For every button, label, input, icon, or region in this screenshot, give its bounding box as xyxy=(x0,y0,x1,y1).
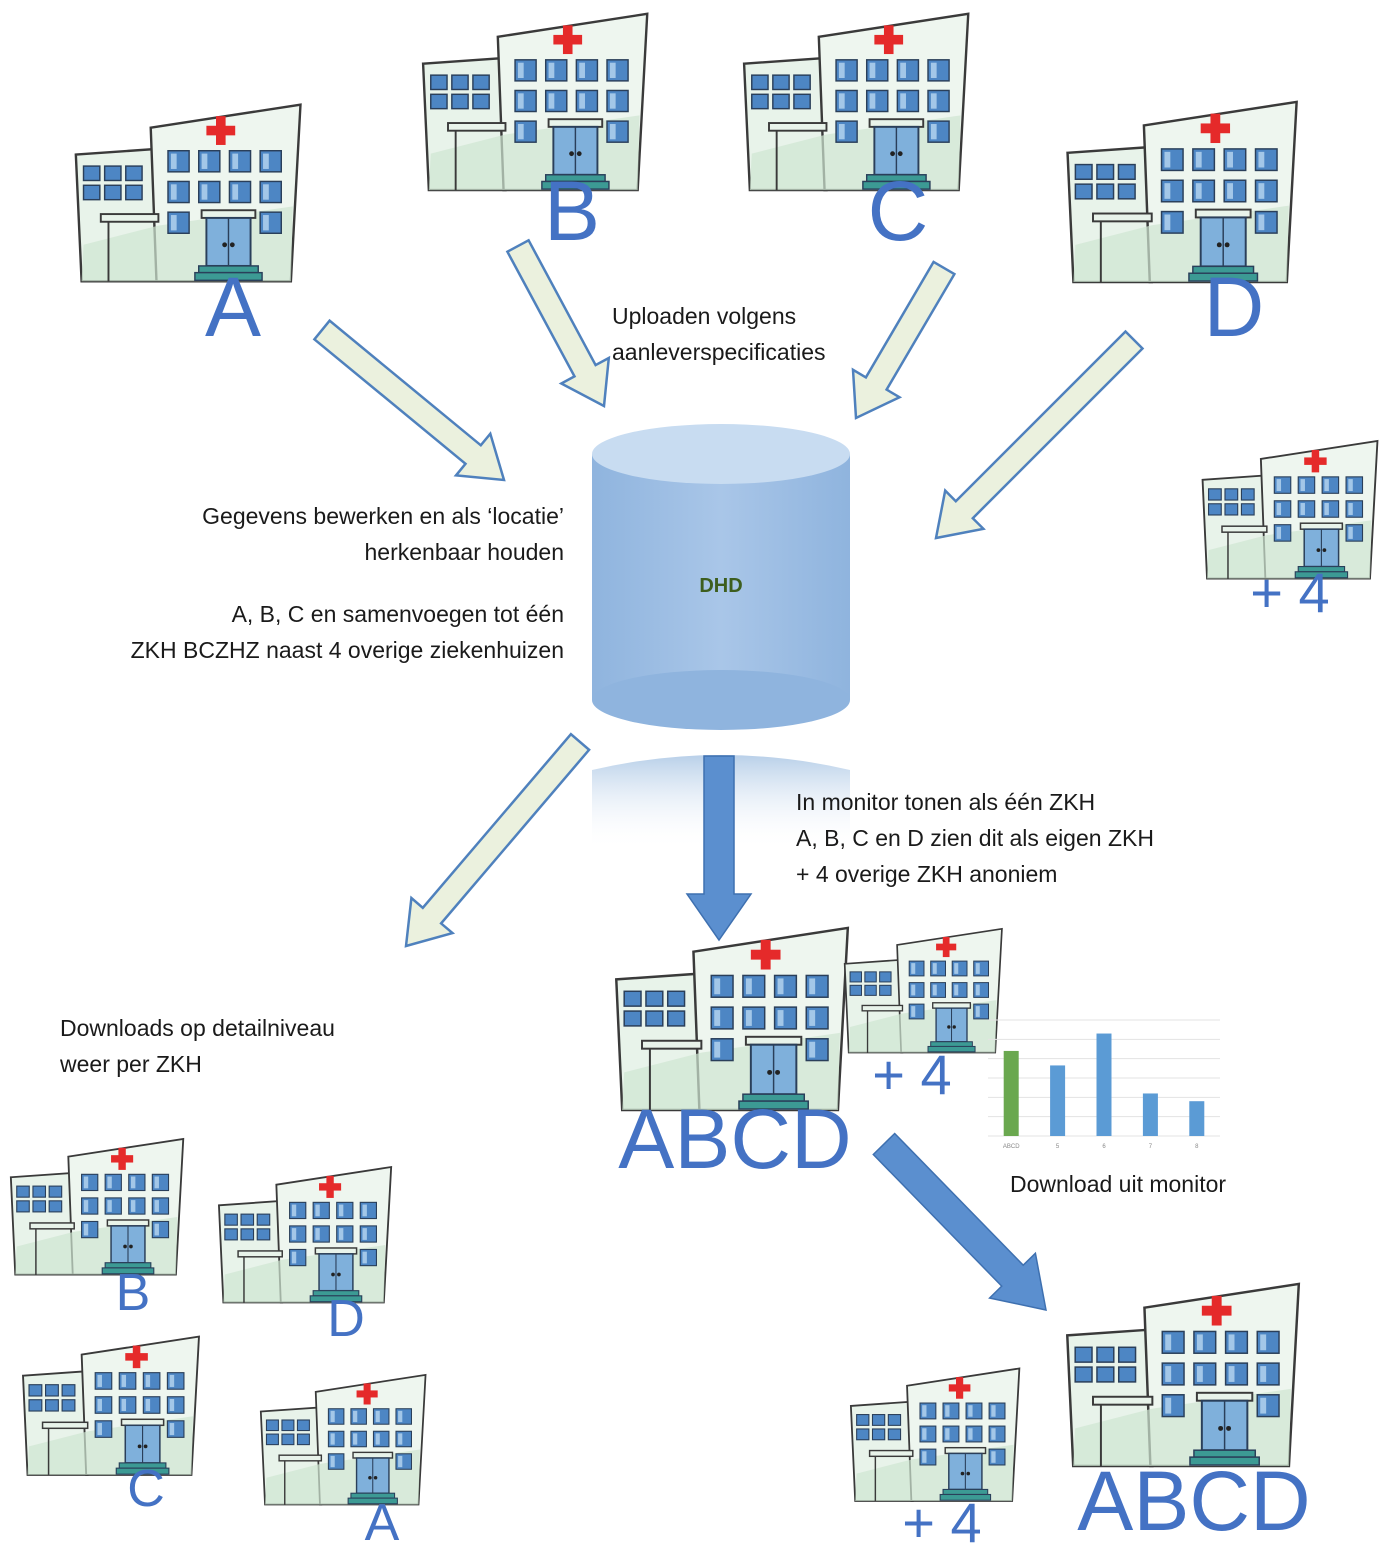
label-a: A xyxy=(205,260,261,354)
chart-bar xyxy=(1003,1050,1019,1136)
hospital-abcd-download-icon xyxy=(1066,1282,1301,1468)
flow-arrows xyxy=(685,755,1047,1311)
hospital-c-icon xyxy=(742,12,970,192)
label-dl-d: D xyxy=(327,1290,365,1348)
label-dl-a: A xyxy=(365,1494,400,1552)
chart-tick-label: 6 xyxy=(1102,1144,1106,1150)
database-label: DHD xyxy=(699,575,742,597)
downloads-text-line-2: weer per ZKH xyxy=(60,1051,202,1077)
monitor-bar-chart: ABCD 5 6 7 8 xyxy=(988,1019,1220,1150)
merge-text: A, B, C en samenvoegen tot één ZKH BCZHZ… xyxy=(131,596,564,668)
label-dl-b: B xyxy=(116,1264,151,1322)
process-text-line-2: herkenbaar houden xyxy=(364,539,565,565)
chart-tick-label: 5 xyxy=(1056,1144,1060,1150)
downloads-text: Downloads op detailniveau weer per ZKH xyxy=(60,1010,335,1082)
label-plus-four-monitor: + 4 xyxy=(872,1043,951,1106)
label-plus-four-download: + 4 xyxy=(902,1491,981,1554)
label-dl-c: C xyxy=(127,1460,165,1518)
hospital-abcd-icon xyxy=(614,926,850,1112)
upload-text-line-2: aanleverspecificaties xyxy=(612,339,826,365)
upload-text-line-1: Uploaden volgens xyxy=(612,303,797,329)
monitor-text-line-2: A, B, C en D zien dit als eigen ZKH xyxy=(796,825,1154,851)
hospital-dl-c-icon xyxy=(22,1335,200,1476)
monitor-text: In monitor tonen als één ZKH A, B, C en … xyxy=(796,784,1154,892)
upload-arrow-d xyxy=(934,329,1145,540)
label-d: D xyxy=(1204,260,1265,354)
download-monitor-text: Download uit monitor xyxy=(1010,1171,1227,1197)
monitor-arrow xyxy=(685,755,753,942)
hospital-d-icon xyxy=(1066,100,1298,284)
hospital-dl-a-icon xyxy=(259,1373,427,1506)
label-plus-four: + 4 xyxy=(1250,561,1329,624)
label-c: C xyxy=(868,164,929,258)
download-detail-arrow xyxy=(404,732,591,948)
label-abcd: ABCD xyxy=(618,1092,851,1186)
hospital-dl-b-icon xyxy=(9,1138,185,1276)
chart-tick-label: 7 xyxy=(1149,1144,1153,1150)
upload-arrow-c xyxy=(851,260,957,420)
process-text: Gegevens bewerken en als ‘locatie’ herke… xyxy=(202,498,564,570)
label-abcd-download: ABCD xyxy=(1077,1454,1310,1548)
process-text-line-1: Gegevens bewerken en als ‘locatie’ xyxy=(202,503,564,529)
hospital-plus-four-icon xyxy=(1201,440,1379,580)
hospital-b-icon xyxy=(421,12,649,192)
chart-bar xyxy=(1096,1033,1112,1136)
upload-arrow-a xyxy=(312,318,506,482)
chart-bar xyxy=(1142,1093,1158,1136)
hospital-monitor-plus-four-icon xyxy=(843,927,1003,1054)
label-b: B xyxy=(544,164,600,258)
downloads-text-line-1: Downloads op detailniveau xyxy=(60,1015,335,1041)
monitor-text-line-3: + 4 overige ZKH anoniem xyxy=(796,861,1058,887)
chart-tick-label: ABCD xyxy=(1003,1144,1020,1150)
monitor-download-arrow xyxy=(872,1132,1047,1311)
upload-text: Uploaden volgens aanleverspecificaties xyxy=(612,298,826,370)
upload-arrows xyxy=(312,238,1145,948)
upload-arrow-b xyxy=(505,238,611,408)
merge-text-line-1: A, B, C en samenvoegen tot één xyxy=(231,601,564,627)
hospital-dl-d-icon xyxy=(218,1166,393,1304)
hospital-a-icon xyxy=(74,103,302,283)
merge-text-line-2: ZKH BCZHZ naast 4 overige ziekenhuizen xyxy=(130,637,564,663)
monitor-text-line-1: In monitor tonen als één ZKH xyxy=(796,789,1096,815)
chart-bar xyxy=(1050,1065,1066,1136)
chart-bar xyxy=(1189,1101,1205,1136)
chart-tick-label: 8 xyxy=(1195,1144,1199,1150)
hospital-plus-four-download-icon xyxy=(849,1367,1021,1503)
